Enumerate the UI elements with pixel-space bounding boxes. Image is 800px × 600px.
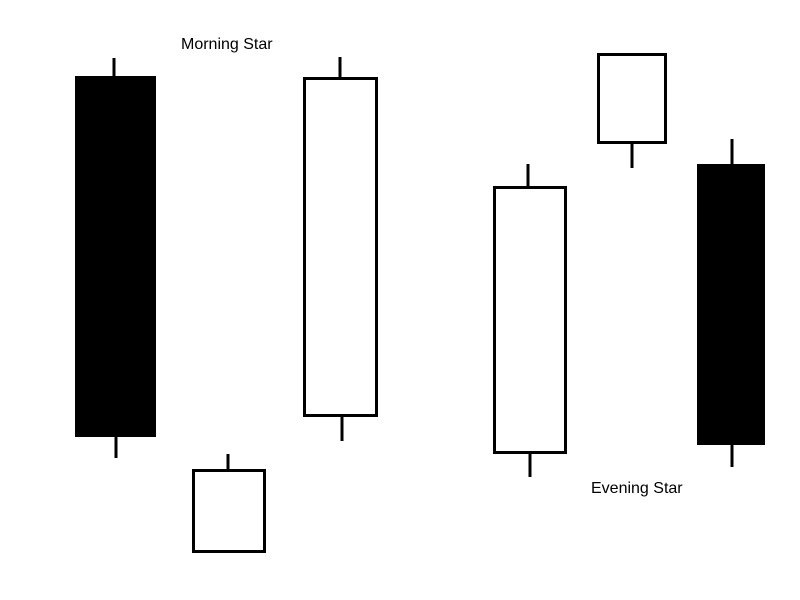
- morning-candle-3-bullish: [303, 57, 378, 441]
- evening-candle-2-star: [597, 53, 667, 168]
- morning-candle-1-bearish: [75, 58, 156, 458]
- evening-candle-3-bearish: [697, 139, 765, 467]
- evening-candle-1-bullish: [493, 164, 567, 477]
- evening-star-label: Evening Star: [591, 480, 683, 497]
- evening-star-pattern: [493, 53, 765, 477]
- candle-body: [493, 186, 567, 454]
- morning-star-pattern: [75, 57, 378, 553]
- candle-body: [303, 77, 378, 417]
- candle-body: [75, 76, 156, 437]
- candle-body: [192, 469, 266, 553]
- morning-star-label: Morning Star: [181, 36, 273, 53]
- candle-body: [697, 164, 765, 445]
- candle-body: [597, 53, 667, 144]
- morning-candle-2-star: [192, 454, 266, 553]
